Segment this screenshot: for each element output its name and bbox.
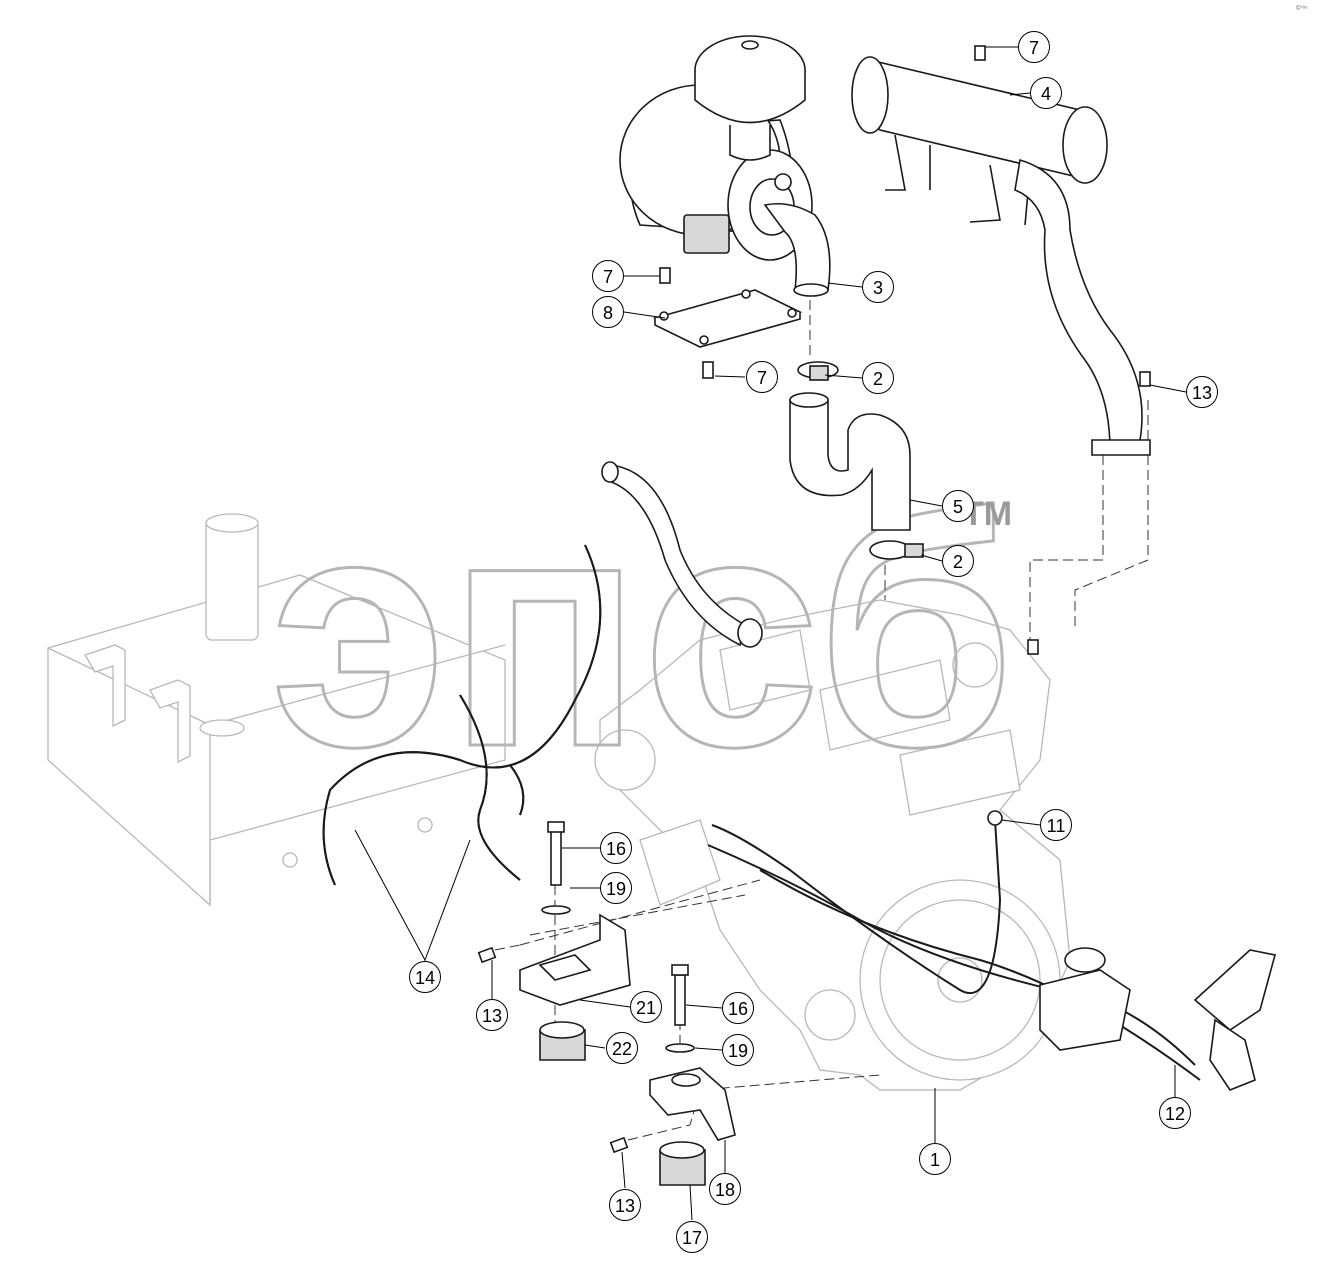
callout-label: 16 — [606, 839, 626, 859]
part-14-fuel-hoses — [322, 461, 763, 886]
callout-11: 11 — [1040, 809, 1072, 841]
callout-label: 13 — [615, 1196, 635, 1216]
part-4-muffler — [851, 56, 1151, 655]
callout-label: 2 — [873, 369, 883, 389]
part-8-bracket-plate — [652, 45, 986, 379]
callout-label: 4 — [1041, 84, 1051, 104]
callout-label: 14 — [415, 968, 435, 988]
air-filter — [619, 35, 813, 261]
part-16-19-bolts-washers — [477, 371, 1151, 1154]
callout-13-bottom: 13 — [609, 1189, 641, 1221]
part-21-mount-bracket — [519, 913, 631, 1006]
part-5-intake-hose — [789, 392, 911, 531]
callout-7-lower: 7 — [746, 361, 778, 393]
callout-label: 11 — [1047, 816, 1066, 836]
part-11-12-cables — [707, 810, 1201, 1081]
corner-mark: ©°ᵒᵒ — [1296, 5, 1308, 12]
callout-label: 7 — [1029, 38, 1039, 58]
callout-label: 22 — [612, 1039, 632, 1059]
callout-5: 5 — [942, 490, 974, 522]
callout-16-upper: 16 — [600, 832, 632, 864]
callout-label: 2 — [953, 552, 963, 572]
callout-label: 7 — [603, 267, 613, 287]
callout-label: 8 — [603, 303, 613, 323]
callout-22: 22 — [606, 1032, 638, 1064]
callout-label: 17 — [682, 1228, 702, 1248]
part-2-clamp-lower — [869, 540, 924, 560]
callout-label: 13 — [1192, 383, 1212, 403]
callout-7-left: 7 — [592, 260, 624, 292]
callout-label: 7 — [757, 368, 767, 388]
callout-13-right: 13 — [1186, 376, 1218, 408]
part-2-clamp-upper — [797, 361, 839, 381]
callout-14: 14 — [409, 961, 441, 993]
callout-label: 18 — [715, 1180, 735, 1200]
callout-label: 5 — [953, 497, 963, 517]
callout-label: 13 — [482, 1006, 502, 1026]
callout-17: 17 — [676, 1221, 708, 1253]
callout-16-lower: 16 — [722, 992, 754, 1024]
callout-8: 8 — [592, 296, 624, 328]
part-3-outlet-pipe — [763, 202, 831, 297]
callout-label: 16 — [728, 999, 748, 1019]
callout-label: 21 — [636, 998, 656, 1018]
callout-19-upper: 19 — [600, 872, 632, 904]
pedal-assembly — [1039, 947, 1276, 1091]
callout-3: 3 — [862, 271, 894, 303]
callout-21: 21 — [630, 991, 662, 1023]
callout-label: 12 — [1165, 1104, 1185, 1124]
callout-label: 19 — [606, 879, 626, 899]
callout-label: 19 — [728, 1041, 748, 1061]
fuel-tank-ghost — [47, 513, 506, 907]
engine-block-ghost — [594, 599, 1071, 1091]
callout-7-top: 7 — [1018, 31, 1050, 63]
callout-2-upper: 2 — [862, 362, 894, 394]
callout-label: 3 — [873, 278, 883, 298]
callout-2-lower: 2 — [942, 545, 974, 577]
callout-1: 1 — [919, 1143, 951, 1175]
part-17-rubber-mount — [659, 1141, 706, 1186]
callout-13-mid: 13 — [476, 999, 508, 1031]
part-18-mount-bracket — [649, 1067, 736, 1141]
leader-lines — [354, 46, 1187, 1221]
callout-18: 18 — [709, 1173, 741, 1205]
part-22-rubber-mount — [539, 1021, 586, 1061]
callout-12: 12 — [1159, 1097, 1191, 1129]
callout-19-lower: 19 — [722, 1034, 754, 1066]
callout-4: 4 — [1030, 77, 1062, 109]
callout-label: 1 — [930, 1150, 940, 1170]
